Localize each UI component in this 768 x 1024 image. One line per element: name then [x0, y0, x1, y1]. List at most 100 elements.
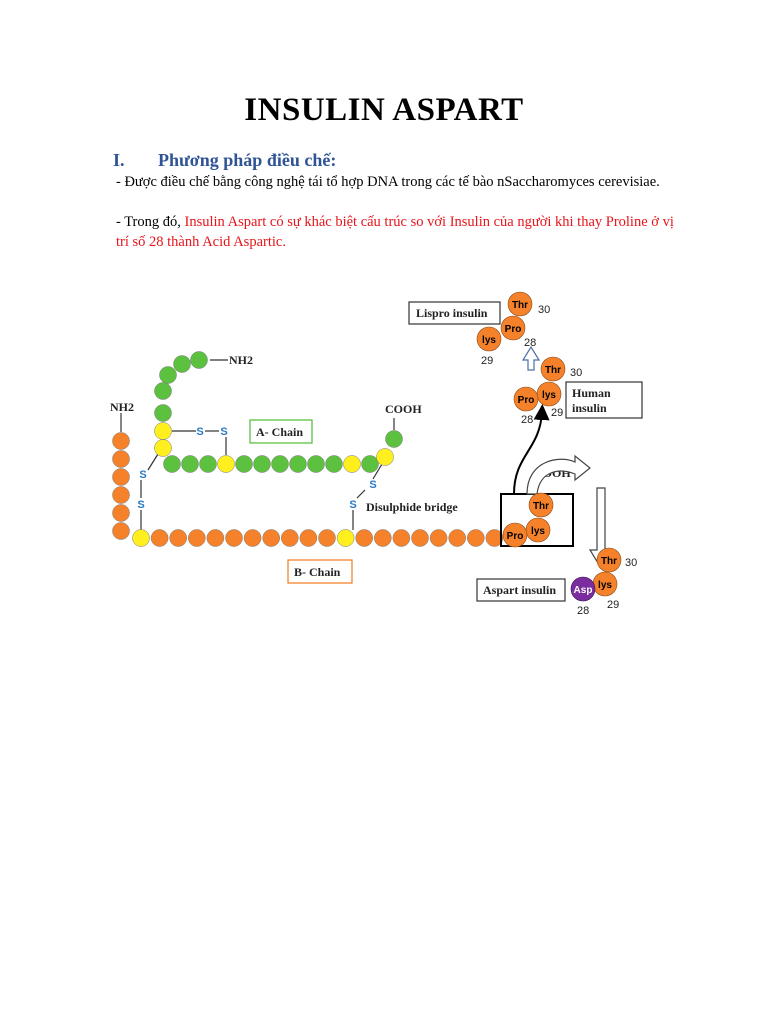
- a-chain-cysteine: [154, 439, 172, 457]
- section-number: I.: [113, 150, 125, 170]
- arrow-to-lispro-insulin: [521, 345, 541, 371]
- b-chain-residue: [112, 468, 130, 486]
- a-chain-residue: [173, 355, 191, 373]
- a-chain-residue: [159, 366, 177, 384]
- a-chain-residue: [307, 455, 325, 473]
- b-chain-residue: [448, 529, 466, 547]
- b-chain-residue: [112, 450, 130, 468]
- b-chain-residue: [188, 529, 206, 547]
- paragraph-difference: - Trong đó, Insulin Aspart có sự khác bi…: [116, 212, 676, 252]
- b-chain-residue: [169, 529, 187, 547]
- disulphide-bridge-label: Disulphide bridge: [366, 500, 458, 514]
- b-chain-label-box: [287, 559, 353, 584]
- residue-thr: Thr: [533, 501, 549, 512]
- a-chain-residue: [289, 455, 307, 473]
- a-chain-residue: [199, 455, 217, 473]
- a-chain-residue: [271, 455, 289, 473]
- sulfur-label: S: [137, 499, 144, 511]
- sulfur-label: S: [139, 469, 146, 481]
- b-chain-residue: [411, 529, 429, 547]
- residue-lys: lys: [598, 580, 612, 591]
- a-chain-residue: [163, 455, 181, 473]
- a-chain-residue: [154, 404, 172, 422]
- human-insulin-label-line1: Human: [572, 386, 611, 400]
- bond-lines: [120, 359, 395, 530]
- b-chain-cysteine: [336, 529, 355, 547]
- paragraph-prefix: - Trong đó,: [116, 214, 185, 230]
- sulfur-label: S: [220, 426, 227, 438]
- a-chain-residue: [181, 455, 199, 473]
- sulfur-label: S: [196, 426, 203, 438]
- position-numbers: 30 28 29 30 29 28 30 29 28: [481, 304, 637, 617]
- b-chain-residue: [262, 529, 280, 547]
- b-chain-residue: [206, 529, 225, 547]
- b-chain-residue: [112, 432, 130, 450]
- a-chain-beads: [154, 351, 403, 473]
- lispro-insulin-label: Lispro insulin: [416, 306, 488, 320]
- a-chain-residue: [154, 382, 172, 400]
- residue-pro: Pro: [505, 324, 522, 335]
- b-chain-residue: [318, 529, 336, 547]
- a-chain-label-box: [249, 419, 313, 444]
- b-chain-residue: [112, 504, 130, 522]
- a-chain-residue: [385, 430, 403, 448]
- a-chain-cysteine: [376, 448, 394, 466]
- b-chain-residue: [392, 529, 411, 547]
- position-29: 29: [481, 355, 493, 367]
- a-chain-residue: [235, 455, 253, 473]
- a-chain-residue: [361, 455, 379, 473]
- b-chain-residue: [299, 529, 318, 547]
- a-chain-cysteine: [154, 422, 172, 440]
- residue-thr: Thr: [512, 300, 528, 311]
- residue-circles: Thr Pro lys Thr lys Pro Thr lys Pro Thr …: [476, 291, 622, 602]
- a-chain-residue: [253, 455, 271, 473]
- section-title: Phương pháp điều chế:: [158, 150, 337, 170]
- b-chain-residue: [112, 486, 130, 504]
- lispro-label-box: [408, 301, 501, 325]
- a-chain-cysteine: [343, 455, 361, 473]
- a-chain-residue: [325, 455, 343, 473]
- a-chain-residue: [190, 351, 208, 369]
- human-insulin-label-line2: insulin: [572, 401, 607, 415]
- b-chain-residue: [429, 529, 448, 547]
- a-chain-cooh-label: COOH: [385, 402, 422, 416]
- b-chain-label: B- Chain: [294, 565, 341, 579]
- position-28: 28: [577, 605, 589, 617]
- b-chain-residue: [355, 529, 373, 547]
- position-30: 30: [570, 367, 582, 379]
- residue-lys: lys: [482, 335, 496, 346]
- residue-thr: Thr: [545, 365, 561, 376]
- a-chain-nh2-label: NH2: [229, 353, 253, 367]
- position-30: 30: [538, 304, 550, 316]
- residue-asp: Asp: [574, 585, 593, 596]
- aspart-label-box: [476, 578, 566, 602]
- b-chain-nh2-label: NH2: [110, 400, 134, 414]
- arrow-hollow-curve: [526, 454, 591, 495]
- paragraph-highlight: Insulin Aspart có sự khác biệt cấu trúc …: [116, 214, 674, 250]
- residue-lys: lys: [531, 526, 545, 537]
- a-chain-label: A- Chain: [256, 425, 303, 439]
- b-chain-residue: [281, 529, 299, 547]
- b-chain-residue: [374, 529, 392, 547]
- b-chain-residue: [150, 529, 169, 547]
- page-title: INSULIN ASPART: [244, 92, 524, 128]
- position-28: 28: [524, 337, 536, 349]
- section-heading: I. Phương pháp điều chế:: [113, 150, 336, 171]
- a-chain-cysteine: [217, 455, 235, 473]
- b-chain-residue: [112, 522, 130, 540]
- b-chain-residue: [225, 529, 243, 547]
- aspart-insulin-label: Aspart insulin: [483, 583, 556, 597]
- position-28: 28: [521, 414, 533, 426]
- b-chain-residue: [243, 529, 262, 547]
- b-chain-residue: [467, 529, 485, 547]
- residue-pro: Pro: [518, 395, 535, 406]
- residue-pro: Pro: [507, 531, 524, 542]
- b-chain-residue: [485, 529, 504, 547]
- b-chain-beads: [112, 432, 504, 547]
- b-chain-cysteine: [132, 529, 150, 547]
- paragraph-preparation: - Được điều chế bằng công nghệ tái tổ hợ…: [116, 174, 660, 190]
- sulfur-label: S: [349, 499, 356, 511]
- position-30: 30: [625, 557, 637, 569]
- arrow-to-human-insulin: [513, 404, 550, 495]
